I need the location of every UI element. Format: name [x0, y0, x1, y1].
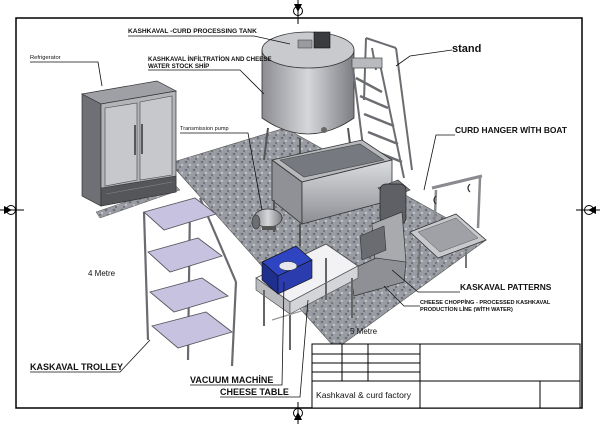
- title-block-title: Kashkaval & curd factory: [316, 390, 412, 400]
- kaskaval-trolley: [142, 197, 238, 367]
- infiltration-label-line1: KASHKAVAL İNFİLTRATİON AND CHEESE: [148, 56, 272, 63]
- chopping-label-line2: PRODUCTİON LİNE (WİTH WATER): [420, 306, 513, 313]
- refrigerator: [80, 80, 178, 207]
- pump-label: Transmission pump: [180, 126, 229, 132]
- center-marker-right: [576, 205, 600, 215]
- leader-lines: [30, 35, 460, 398]
- chopping-label-line1: CHEESE CHOPPİNG - PROCESSED KASHKAVAL: [420, 299, 551, 306]
- patterns-label: KASKAVAL PATTERNS: [460, 282, 552, 292]
- center-marker-left: [0, 205, 24, 215]
- refrigerator-label: Refrigerator: [30, 55, 61, 61]
- dimension-length-label: 5 Metre: [350, 327, 378, 336]
- curd-hanger-with-boat: [409, 174, 487, 279]
- curd-processing-tank: [261, 31, 355, 161]
- stand: [351, 37, 413, 179]
- center-marker-top: [293, 0, 303, 24]
- curd-hanger-label: CURD HANGER WİTH BOAT: [455, 125, 568, 135]
- cheese-chopping-machine: [349, 179, 411, 297]
- infiltration-vat: [271, 139, 393, 246]
- transmission-pump: [251, 208, 283, 230]
- sheet-border: [15, 17, 583, 409]
- center-marker-bottom: [293, 402, 303, 424]
- vacuum-machine-label: VACUUM MACHİNE: [190, 375, 273, 385]
- tank-label: KASHKAVAL -CURD PROCESSING TANK: [128, 28, 257, 35]
- dimension-width-label: 4 Metre: [88, 269, 116, 278]
- title-block: [311, 343, 581, 409]
- cheese-table-label: CHEESE TABLE: [220, 387, 289, 397]
- vacuum-machine: [261, 245, 313, 295]
- trolley-label: KASKAVAL TROLLEY: [30, 362, 123, 372]
- infiltration-label-line2: WATER STOCK SHİP: [148, 63, 209, 70]
- stand-label: stand: [452, 43, 481, 55]
